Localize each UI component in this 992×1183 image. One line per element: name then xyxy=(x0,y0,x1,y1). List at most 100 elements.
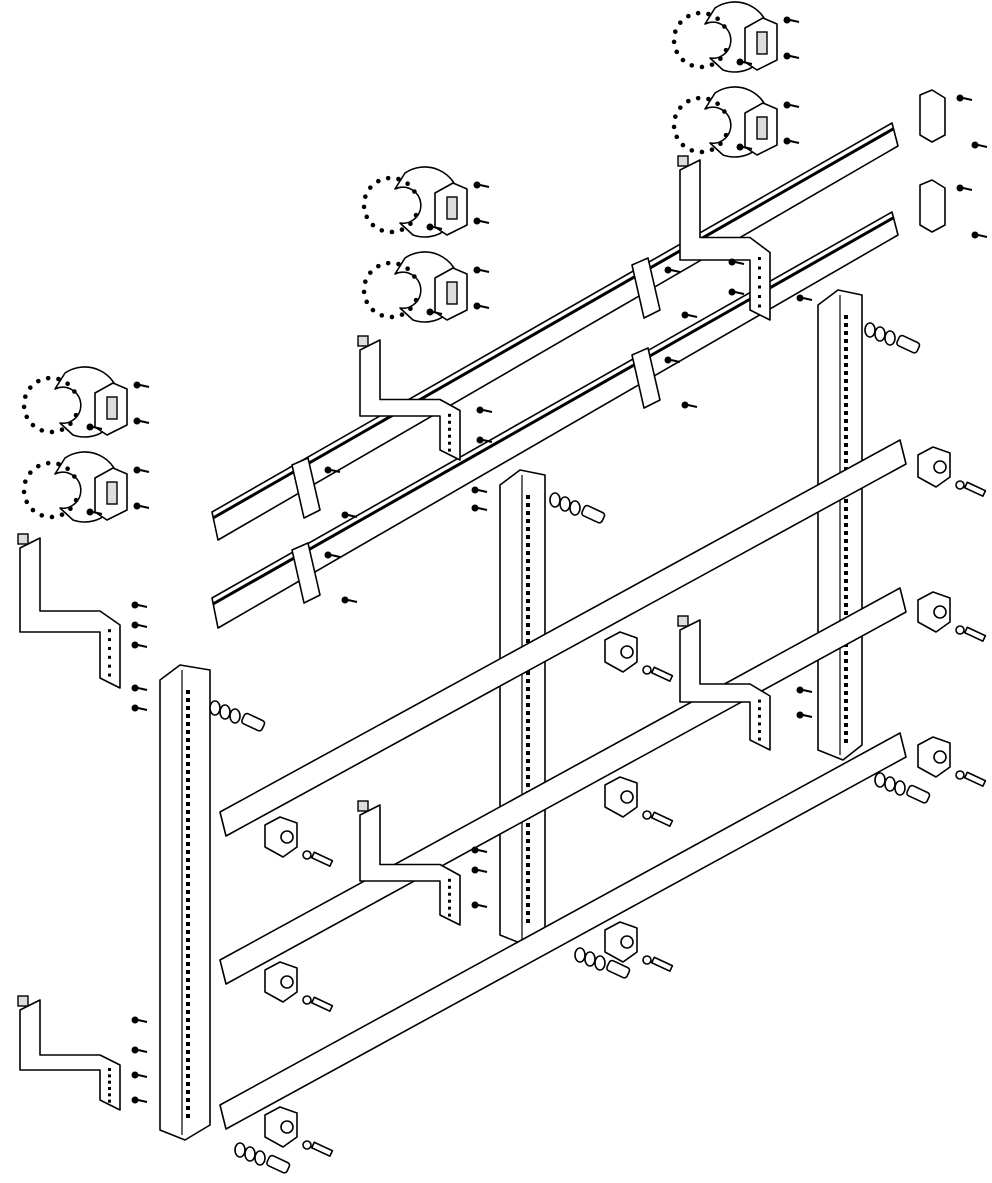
rail-hole xyxy=(186,994,190,998)
washer-bolt-set xyxy=(574,947,631,979)
flange-hole xyxy=(399,312,405,317)
rail-hole xyxy=(526,919,530,923)
flange-hole xyxy=(706,11,711,17)
rail-hole xyxy=(526,503,530,507)
busbar-clamp xyxy=(264,1106,334,1157)
screw-head xyxy=(783,137,791,145)
rail-hole xyxy=(186,818,190,822)
flange-hole xyxy=(370,222,376,228)
bolt xyxy=(650,811,674,827)
screw-head xyxy=(783,101,791,109)
flange-hole xyxy=(695,95,701,101)
screw-shank xyxy=(670,269,681,273)
rail-hole xyxy=(844,363,848,367)
rail-hole xyxy=(844,443,848,447)
screw-head xyxy=(681,401,689,409)
rail-hole xyxy=(844,315,848,319)
flange-hole xyxy=(709,147,715,152)
screw-shank xyxy=(479,220,490,224)
screw-head xyxy=(783,16,791,24)
rail-hole xyxy=(186,754,190,758)
washer xyxy=(955,480,965,490)
screw-icon xyxy=(86,508,103,516)
rail-hole xyxy=(186,834,190,838)
clamp-bore xyxy=(280,830,294,844)
flange-hole xyxy=(695,10,701,16)
flange-hole xyxy=(678,20,683,25)
busbar-clamp xyxy=(264,961,334,1012)
rail-hole xyxy=(186,946,190,950)
mounting-bracket xyxy=(17,533,121,689)
screw-icon xyxy=(796,686,813,694)
flange-hole xyxy=(706,96,711,102)
screw-head xyxy=(131,1071,139,1079)
screw-shank xyxy=(139,420,150,424)
screw-icon xyxy=(133,381,150,389)
screw-shank xyxy=(802,714,813,718)
screw-icon xyxy=(131,1071,148,1079)
rail-hole xyxy=(526,743,530,747)
bolt xyxy=(963,481,987,497)
screw-shank xyxy=(137,624,148,628)
rail-hole xyxy=(844,563,848,567)
bracket-hole xyxy=(758,699,761,703)
busbar-clamp xyxy=(917,591,987,642)
busbar-support xyxy=(291,457,358,519)
screw-shank xyxy=(347,514,358,518)
flange-hole xyxy=(722,24,727,29)
flange-hole xyxy=(678,105,683,110)
clip-window xyxy=(756,31,768,55)
rail-hole xyxy=(844,547,848,551)
bolt xyxy=(310,996,334,1012)
flange-hole xyxy=(715,16,720,22)
rail-hole xyxy=(526,839,530,843)
perforated-flange xyxy=(671,86,800,158)
rail-hole xyxy=(186,1090,190,1094)
screw-icon xyxy=(476,406,493,414)
rail-hole xyxy=(844,651,848,655)
flange-hole xyxy=(408,221,413,227)
flange-hole xyxy=(379,313,385,318)
screw-icon xyxy=(324,551,341,559)
washer xyxy=(584,951,596,967)
rail-hole xyxy=(186,1066,190,1070)
washer xyxy=(874,326,886,342)
washer xyxy=(642,665,652,675)
bracket-body xyxy=(359,804,461,926)
flange-hole xyxy=(59,427,65,432)
washer-bolt-set xyxy=(874,772,931,804)
screw-shank xyxy=(742,61,753,65)
bolt xyxy=(650,956,674,972)
lower-busbar-3 xyxy=(219,732,907,1130)
busbar-clamp xyxy=(917,736,987,787)
rail-hole xyxy=(526,759,530,763)
rail-hole xyxy=(186,978,190,982)
bolt xyxy=(963,626,987,642)
bracket-hole xyxy=(448,892,451,896)
rail-hole xyxy=(526,583,530,587)
flange-hole xyxy=(65,466,70,472)
screw-head xyxy=(131,1096,139,1104)
screw-icon xyxy=(473,302,490,310)
screw-shank xyxy=(137,1019,148,1023)
flange-hole xyxy=(385,260,391,266)
flange-hole xyxy=(24,414,30,420)
screw-shank xyxy=(137,687,148,691)
screw-head xyxy=(131,641,139,649)
mounting-bracket xyxy=(677,155,771,321)
rail-hole xyxy=(526,719,530,723)
rail-hole xyxy=(844,539,848,543)
rail-hole xyxy=(186,850,190,854)
flange-hole xyxy=(28,470,33,475)
flange-hole xyxy=(408,306,413,312)
screw-icon xyxy=(783,52,800,60)
flange-hole xyxy=(368,270,373,275)
screw-shank xyxy=(482,409,493,413)
perforated-flange xyxy=(361,166,490,238)
rail-hole xyxy=(844,347,848,351)
screw-head xyxy=(133,381,141,389)
flange-hole xyxy=(680,57,686,63)
screw-head xyxy=(796,711,804,719)
screw-head xyxy=(736,143,744,151)
rail-hole xyxy=(526,695,530,699)
